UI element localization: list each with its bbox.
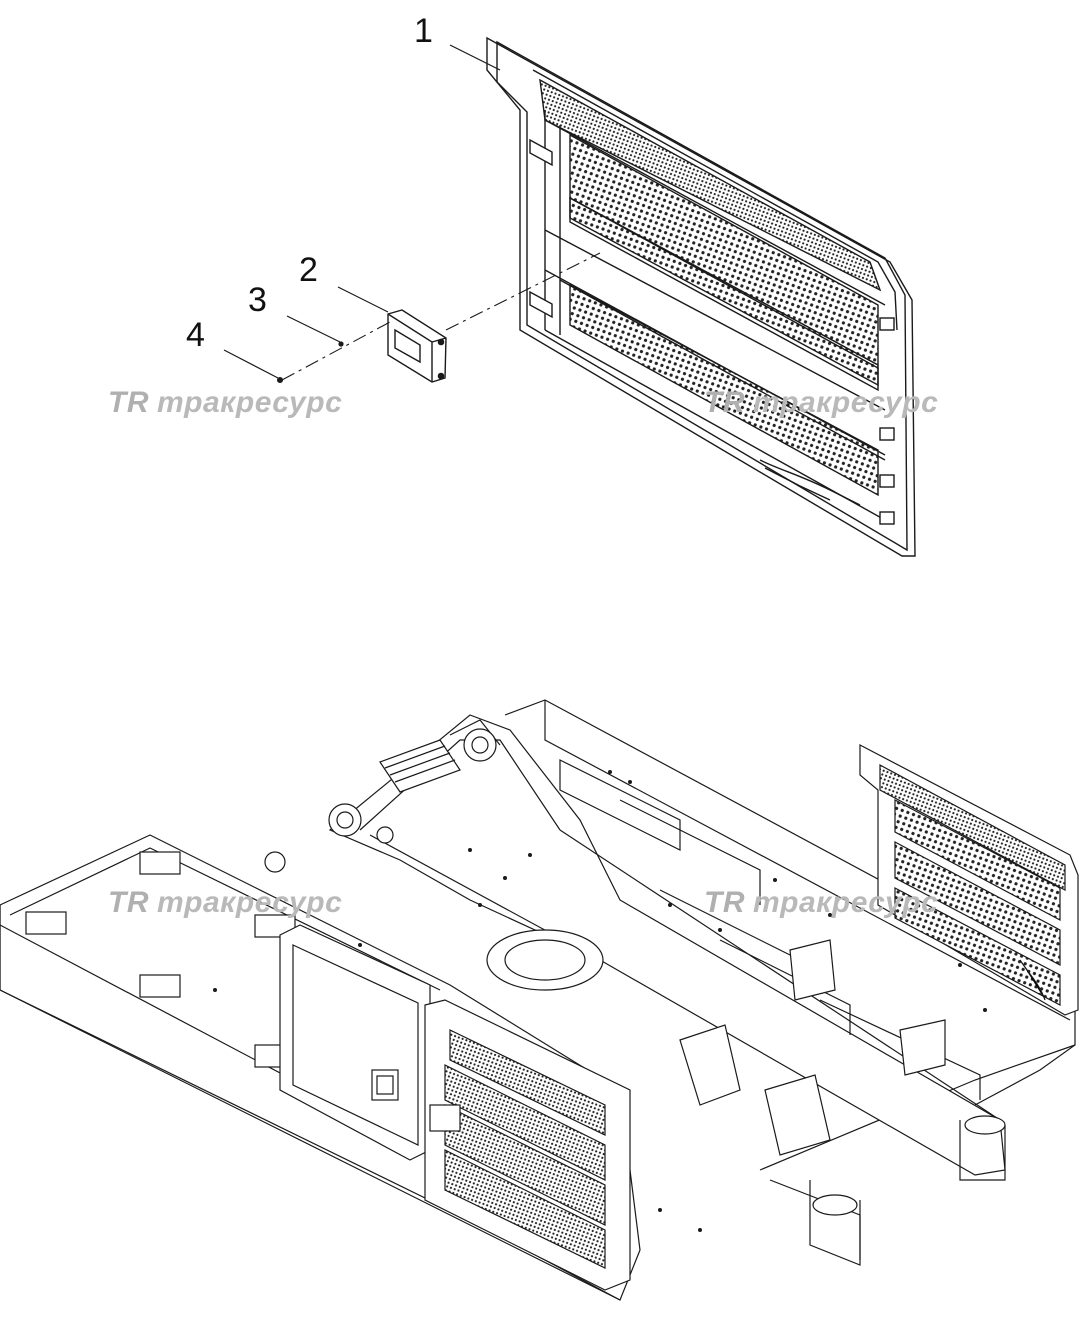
- upper-grille: [539, 78, 882, 387]
- watermark-text: тракресурс: [157, 886, 343, 919]
- assembly-axis-3-4: [281, 321, 391, 381]
- watermark-text: тракресурс: [753, 886, 939, 919]
- watermark-text: тракресурс: [753, 386, 939, 419]
- side-panel-part-1: [486, 36, 916, 557]
- washer-part-3: [338, 341, 344, 347]
- callout-4: 4: [186, 316, 205, 354]
- front-grille-panel: [424, 999, 631, 1291]
- leader-line-2: [337, 286, 389, 313]
- watermark-logo: TR: [108, 386, 149, 419]
- installed-side-panel: [859, 744, 1079, 1016]
- callout-2: 2: [299, 251, 318, 289]
- callout-1: 1: [414, 12, 433, 50]
- watermark-text: тракресурс: [157, 386, 343, 419]
- mounting-holes: [213, 770, 987, 1232]
- bracket-part-2: [387, 309, 447, 383]
- compartment-door: [279, 924, 431, 1161]
- bolt-part-4: [277, 377, 283, 383]
- watermark-logo: TR: [704, 386, 745, 419]
- leader-line-4: [223, 349, 279, 379]
- callout-3: 3: [248, 281, 267, 319]
- assembly-axis-2: [445, 252, 601, 331]
- leader-line-1: [449, 44, 501, 71]
- watermark-logo: TR: [108, 886, 149, 919]
- leader-line-3: [286, 315, 341, 343]
- watermark-logo: TR: [704, 886, 745, 919]
